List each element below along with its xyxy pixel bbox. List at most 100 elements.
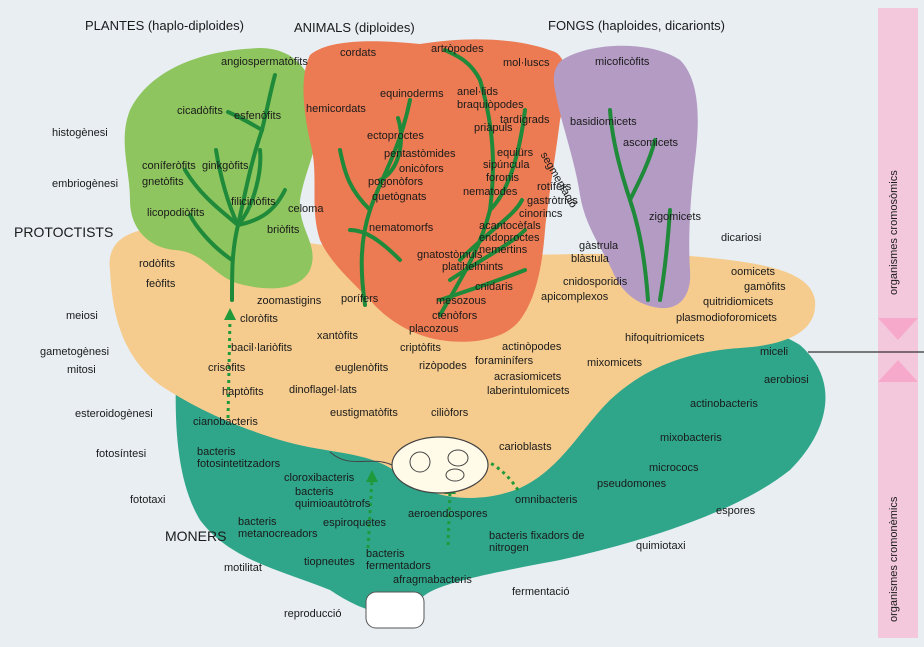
animal-label: gastròtrics	[527, 195, 578, 207]
protoctist-label: apicomplexos	[541, 291, 609, 303]
animal-label: cordats	[340, 47, 377, 59]
bacteria-label: bacteris metanocreadors	[238, 516, 318, 540]
fungi-label: zigomicets	[649, 211, 701, 223]
protoctist-label: cloròfits	[240, 313, 278, 325]
phylogeny-branches	[183, 48, 672, 317]
fongs-region	[553, 45, 698, 309]
animal-label: endoproctes	[479, 232, 540, 244]
left-label: motilitat	[224, 562, 262, 574]
animal-label: ctenòfors	[432, 310, 478, 322]
plant-label: cicadòfits	[177, 105, 223, 117]
protoctist-label: bacil·lariòfits	[231, 342, 293, 354]
header-fongs: FONGS (haploides, dicarionts)	[548, 18, 726, 33]
plant-label: filicinòfits	[231, 196, 276, 208]
protoctist-label: criptòfits	[400, 342, 441, 354]
animal-label: mol·luscs	[503, 57, 550, 69]
protoctist-label: dinoflagel·lats	[289, 384, 357, 396]
animal-label: blàstula	[571, 253, 609, 265]
right-label: quimiotaxi	[636, 540, 686, 552]
animal-label: artròpodes	[431, 43, 484, 55]
right-label: fermentació	[512, 586, 570, 598]
animal-label: foronis	[486, 172, 520, 184]
protoctist-label: gamòfits	[744, 281, 786, 293]
bacteria-label: cianobacteris	[193, 416, 258, 428]
animal-label: braquiòpodes	[457, 99, 524, 111]
fungi-label: basidiomicets	[570, 116, 637, 128]
protoctist-label: carioblasts	[499, 441, 552, 453]
protoctist-label: quitridiomicets	[703, 296, 774, 308]
plant-label: celoma	[288, 203, 324, 215]
animal-label: onicòfors	[399, 163, 444, 175]
animal-label: pentastòmides	[384, 148, 456, 160]
protoctist-label: zoomastigins	[257, 295, 322, 307]
bacteria-label: bacteris quimioautòtrofs	[295, 486, 371, 510]
protoctist-label: eustigmatòfits	[330, 407, 398, 419]
bacteria-label: bacteris fixadors de nitrogen	[489, 530, 585, 554]
animals-region	[303, 39, 567, 342]
left-label: embriogènesi	[52, 178, 119, 190]
evolution-arrows	[226, 317, 520, 549]
eukaryotic-cell-illustration	[329, 436, 489, 494]
side-arrow-down	[878, 360, 918, 382]
animal-label: anel·lids	[457, 86, 498, 98]
protoctist-label: foraminífers	[475, 355, 534, 367]
protoctist-label: xantòfits	[317, 330, 358, 342]
protoctist-label: crisòfits	[208, 362, 246, 374]
animal-label: ectoproctes	[367, 130, 424, 142]
bacteria-label: afragmabacteris	[393, 574, 472, 586]
protoctist-label: euglenòfits	[335, 362, 389, 374]
left-label: fototaxi	[130, 494, 166, 506]
protoctist-label: haptòfits	[222, 386, 264, 398]
bacteria-label: cloroxibacteris	[284, 472, 355, 484]
left-label: fotosíntesi	[96, 448, 147, 460]
bacteria-label: pseudomones	[597, 478, 667, 490]
plant-label: licopodiòfits	[147, 207, 205, 219]
side-arrow-up	[878, 318, 918, 340]
left-label: mitosi	[67, 364, 96, 376]
animal-label: nematodes	[463, 186, 518, 198]
animal-label: equiürs	[497, 147, 534, 159]
animal-label: rotífers	[537, 181, 572, 193]
side-label-top: organismes cromosòmics	[888, 170, 900, 295]
bacteria-label: actinobacteris	[690, 398, 758, 410]
protoctist-label: hifoquitriomicets	[625, 332, 705, 344]
bacteria-label: bacteris fotosintetitzadors	[197, 446, 281, 470]
animal-label: acantocèfals	[479, 220, 541, 232]
protoctist-label: feòfits	[146, 278, 176, 290]
protoctist-label: laberintulomicets	[487, 385, 570, 397]
animal-label: porífers	[341, 293, 379, 305]
plant-label: coníferòfits	[142, 160, 196, 172]
fungi-label: ascomicets	[623, 137, 679, 149]
right-label: dicariosi	[721, 232, 762, 244]
bacteria-label: micrococs	[649, 462, 699, 474]
right-label: espores	[716, 505, 756, 517]
fungi-label: micoficòfits	[595, 56, 650, 68]
protoctist-label: rodòfits	[139, 258, 176, 270]
animal-label: hemicordats	[306, 103, 366, 115]
protoctist-label: plasmodioforomicets	[676, 312, 777, 324]
bacteria-label: mixobacteris	[660, 432, 722, 444]
reproduction-cell	[365, 591, 425, 629]
bacteria-label: espiroquetes	[323, 517, 386, 529]
animal-label: pogonòfors	[368, 176, 424, 188]
plant-label: gnetòfits	[142, 176, 184, 188]
animal-label: gnatostòmuls	[417, 249, 483, 261]
protoctist-label: rizòpodes	[419, 360, 467, 372]
animal-label: cnidaris	[475, 281, 513, 293]
protoctist-label: mixomicets	[587, 357, 643, 369]
animal-label: equinoderms	[380, 88, 444, 100]
protoctist-label: actinòpodes	[502, 341, 562, 353]
animal-label: cinorincs	[519, 208, 563, 220]
left-label: reproducció	[284, 608, 342, 620]
plant-label: briòfits	[267, 224, 300, 236]
left-label: meiosi	[66, 310, 98, 322]
animal-label: platihelmints	[442, 261, 504, 273]
animal-label: priàpuls	[474, 122, 513, 134]
plant-label: esfenòfits	[234, 110, 282, 122]
protoctist-label: ciliòfors	[431, 407, 469, 419]
bacteria-label: bacteris fermentadors	[366, 548, 431, 572]
right-label: aerobiosi	[764, 374, 809, 386]
protoctist-label: acrasiomicets	[494, 371, 562, 383]
protoctist-label: oomicets	[731, 266, 776, 278]
